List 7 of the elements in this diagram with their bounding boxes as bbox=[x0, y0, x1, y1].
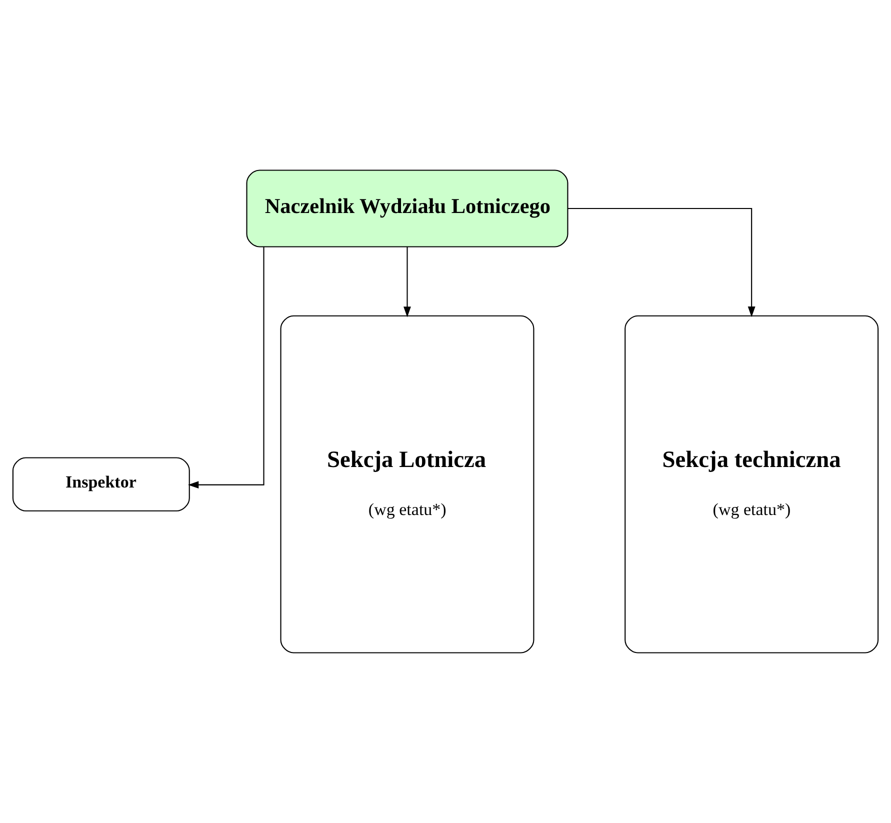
node-box: Naczelnik Wydziału Lotniczego bbox=[246, 170, 568, 248]
node-box: Sekcja techniczna (wg etatu*) bbox=[624, 315, 879, 654]
node-box: Sekcja Lotnicza (wg etatu*) bbox=[280, 315, 534, 654]
arrow bbox=[188, 246, 264, 489]
node-box: Inspektor bbox=[12, 457, 190, 512]
arrow bbox=[568, 208, 756, 318]
arrow bbox=[404, 246, 411, 318]
